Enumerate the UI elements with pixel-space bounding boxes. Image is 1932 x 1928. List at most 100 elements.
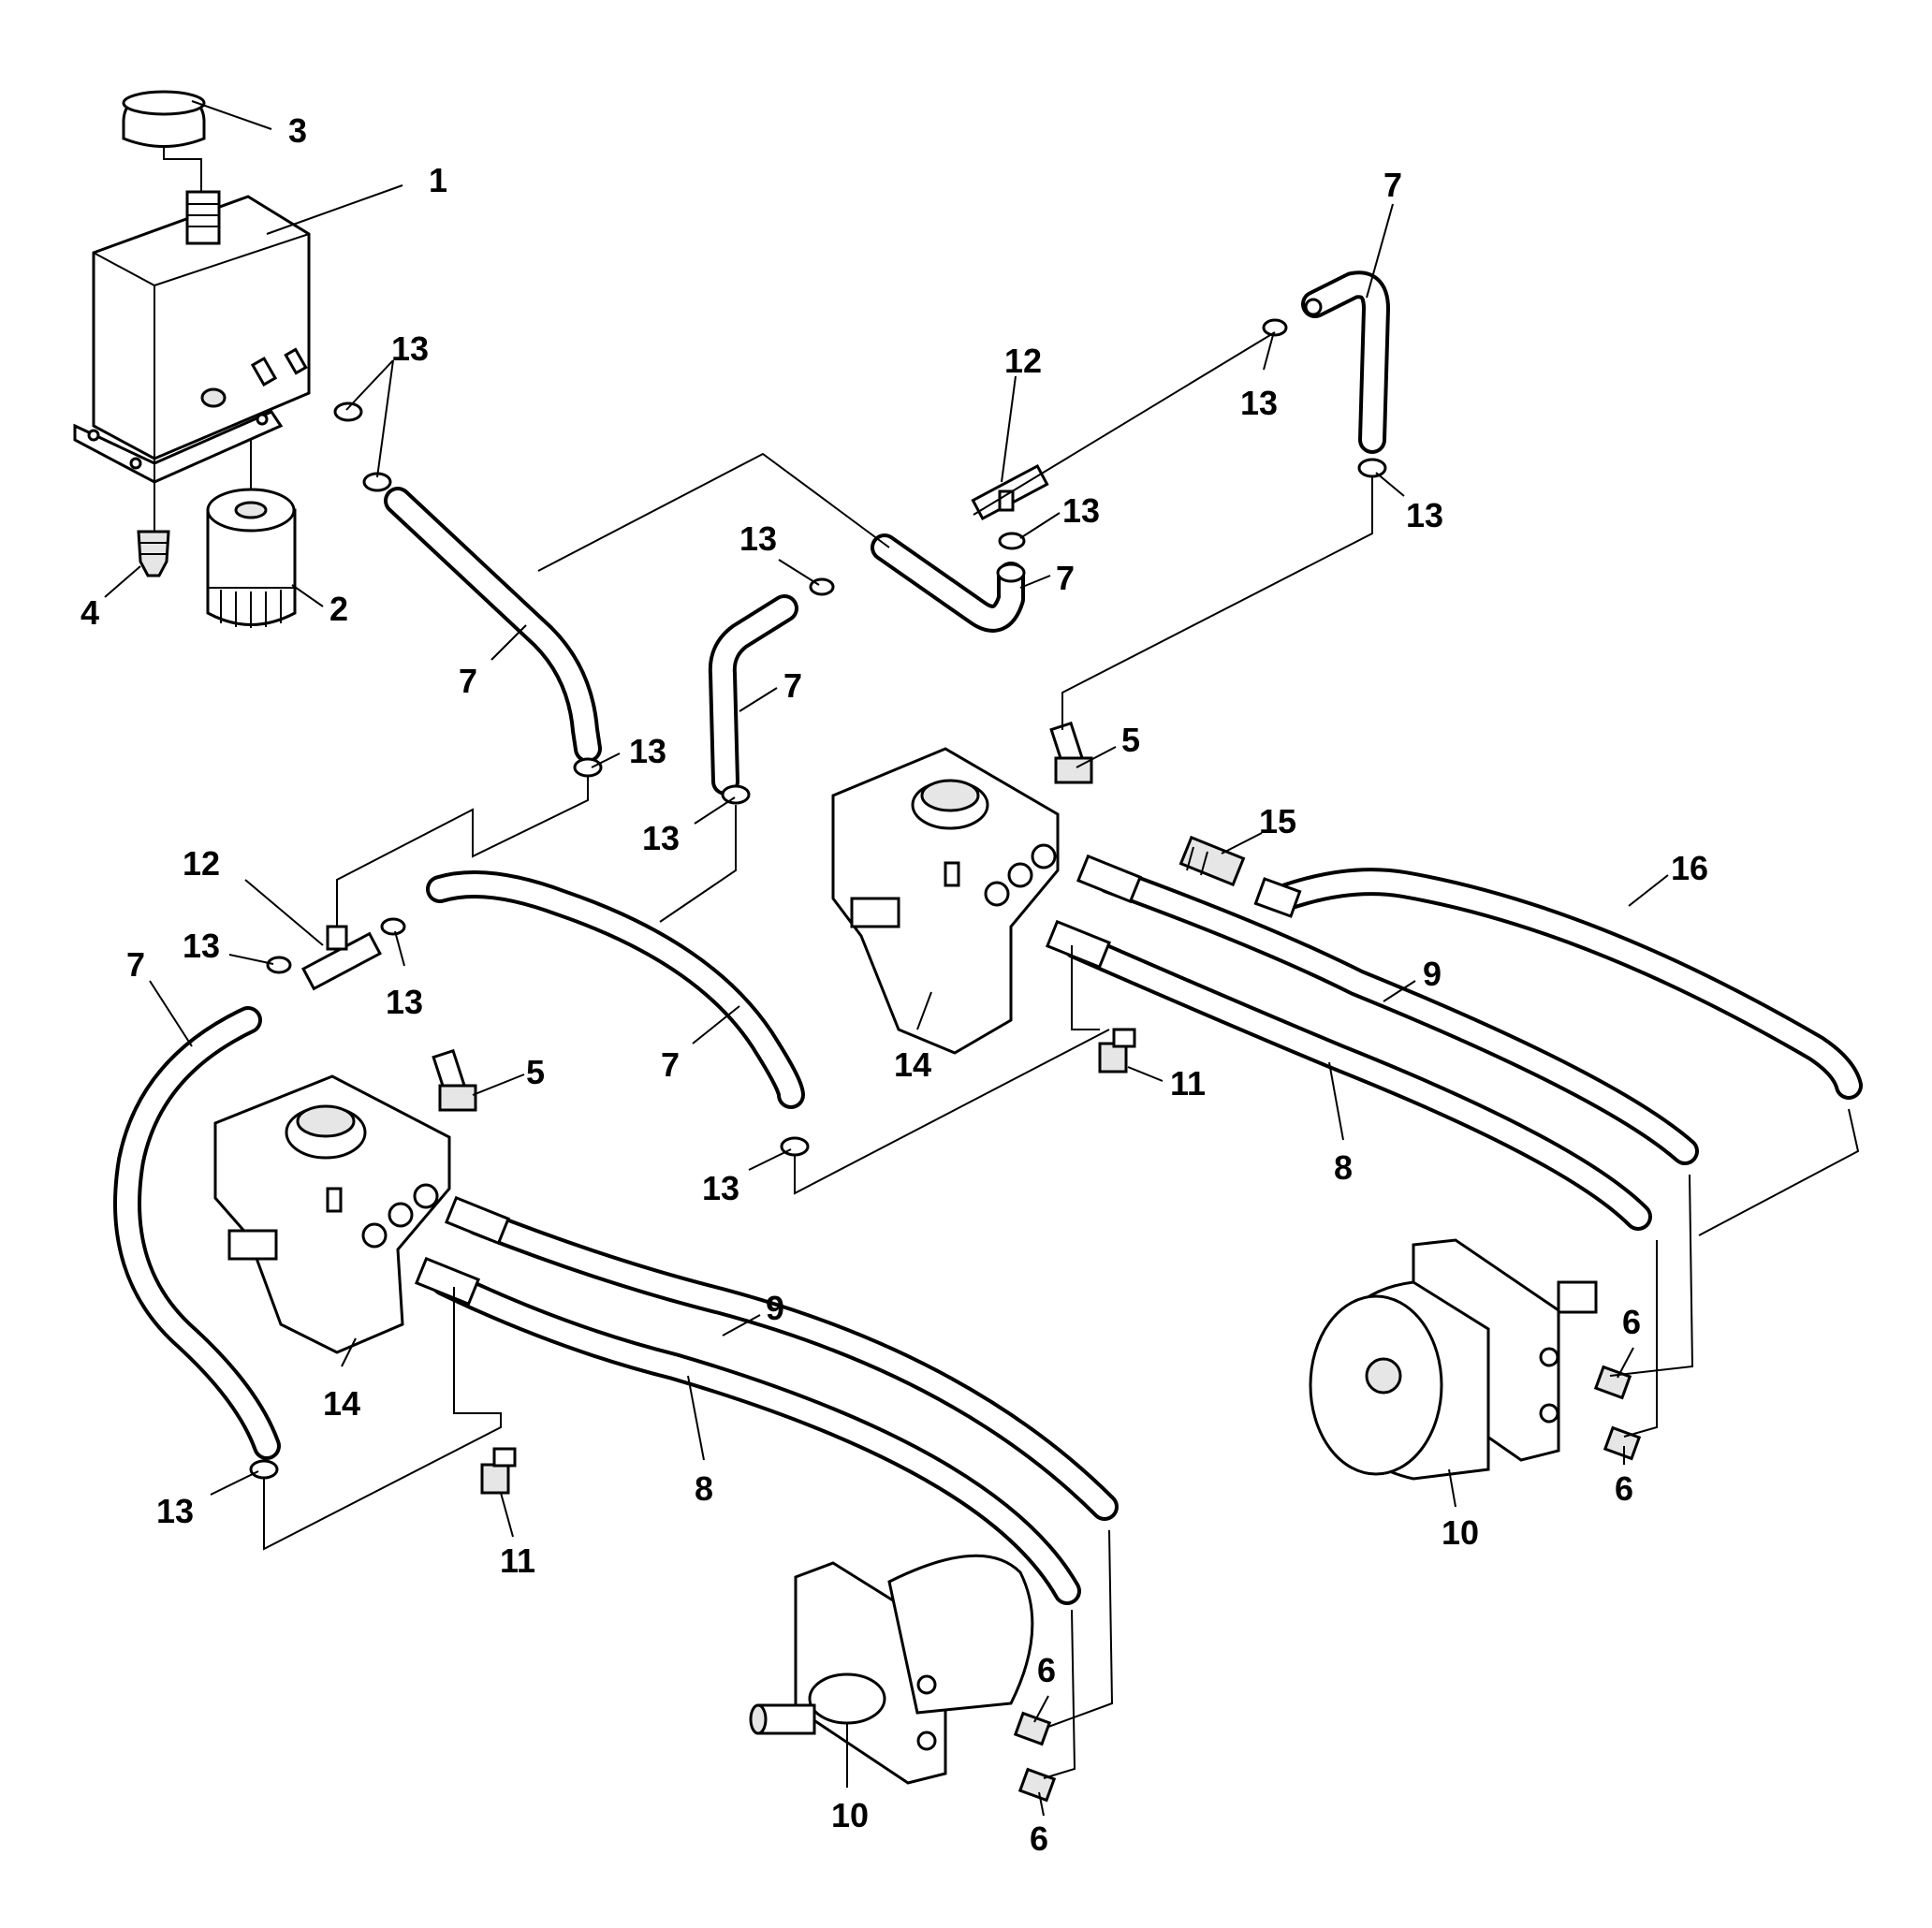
- hydraulic-pump-lower: [213, 1074, 451, 1354]
- callout-label: 7: [661, 1045, 680, 1084]
- callout-13-k: 13: [156, 1470, 259, 1530]
- callout-7-upper-right-elbow: 7: [1019, 559, 1075, 597]
- callout-label: 13: [629, 732, 666, 770]
- callout-13-c: 13: [1375, 472, 1443, 534]
- callout-label: 7: [783, 666, 802, 705]
- callout-label: 10: [1442, 1513, 1479, 1552]
- elbow-fitting-11-upper: [1098, 1028, 1136, 1074]
- callout-8-lower: 8: [687, 1375, 713, 1508]
- callout-16: 16: [1628, 849, 1708, 907]
- hydraulic-pump-upper: [831, 747, 1060, 1055]
- fitting-6-right-upper: [1593, 1365, 1632, 1400]
- callout-label: 10: [831, 1796, 869, 1834]
- hose-upper-center: [708, 594, 798, 796]
- callout-label: 16: [1671, 849, 1708, 887]
- callout-6-left-lower: 6: [1030, 1791, 1048, 1858]
- drain-plug: [137, 530, 170, 577]
- callout-label: 7: [1383, 166, 1402, 204]
- hydraulic-motor-right: [1309, 1238, 1598, 1481]
- pressure-hose-upper-9: [1076, 854, 1699, 1165]
- callout-label: 8: [695, 1469, 713, 1508]
- callout-13-f: 13: [591, 732, 666, 770]
- callout-label: 13: [1406, 496, 1443, 534]
- callout-13-g: 13: [642, 796, 736, 857]
- elbow-fitting-11-lower: [480, 1447, 517, 1495]
- callout-label: 12: [183, 844, 220, 883]
- callout-13-i: 13: [386, 930, 423, 1021]
- callout-12-upper: 12: [1001, 342, 1042, 483]
- callout-7-middle-curve: 7: [661, 1005, 740, 1084]
- hose-middle-curve: [426, 870, 805, 1109]
- callout-10-left: 10: [831, 1722, 869, 1834]
- callout-2: 2: [291, 584, 348, 628]
- hose-top-right: [1301, 270, 1390, 454]
- callout-label: 6: [1037, 1651, 1056, 1689]
- callout-label: 14: [894, 1045, 931, 1084]
- oil-filter: [206, 440, 297, 628]
- callout-label: 13: [642, 819, 680, 857]
- callout-14-upper: 14: [894, 991, 932, 1084]
- callout-3: 3: [191, 100, 307, 150]
- callout-13-e: 13: [739, 519, 820, 586]
- callout-6-right-lower: 6: [1615, 1446, 1633, 1508]
- callout-13-j: 13: [702, 1148, 792, 1207]
- callout-label: 2: [329, 590, 348, 628]
- callout-label: 7: [1056, 559, 1075, 597]
- pressure-hose-lower-8: [414, 1256, 1081, 1605]
- callout-11-upper: 11: [1127, 1064, 1206, 1103]
- callout-15: 15: [1221, 802, 1296, 854]
- callout-1: 1: [266, 161, 447, 235]
- callout-13-b: 13: [1240, 334, 1278, 422]
- callout-label: 9: [766, 1289, 784, 1327]
- callout-9-upper: 9: [1383, 955, 1442, 1002]
- callout-5-lower: 5: [472, 1053, 545, 1096]
- callout-label: 13: [156, 1492, 194, 1530]
- callout-4: 4: [80, 565, 141, 632]
- pressure-hose-upper-8: [1045, 919, 1652, 1231]
- adapter-fitting-15: [1178, 835, 1246, 887]
- callout-label: 15: [1259, 802, 1296, 840]
- callout-label: 7: [459, 662, 477, 700]
- callout-11-lower: 11: [500, 1492, 535, 1580]
- callout-7-upper-center: 7: [739, 666, 802, 712]
- fitting-6-left-lower: [1017, 1767, 1057, 1803]
- callout-7-left-long: 7: [126, 945, 193, 1047]
- hose-upper-right-elbow: [871, 533, 1026, 633]
- callout-9-lower: 9: [722, 1289, 784, 1336]
- filler-cap: [122, 90, 206, 192]
- callout-label: 13: [702, 1169, 739, 1207]
- callout-label: 14: [323, 1384, 360, 1423]
- callout-label: 13: [1240, 384, 1278, 422]
- callout-label: 4: [80, 593, 99, 632]
- callout-label: 12: [1004, 342, 1042, 380]
- callout-label: 9: [1423, 955, 1442, 993]
- elbow-fitting-5-upper: [1049, 721, 1093, 784]
- fitting-6-left-upper: [1013, 1711, 1052, 1746]
- callout-12-lower: 12: [183, 844, 324, 946]
- callout-label: 8: [1334, 1148, 1353, 1187]
- callout-14-lower: 14: [323, 1337, 360, 1423]
- callout-label: 13: [391, 329, 429, 368]
- hydraulic-motor-left: [749, 1554, 1034, 1785]
- callout-13-d: 13: [1019, 491, 1100, 539]
- hose-clamps: [249, 318, 1387, 1480]
- callout-label: 3: [288, 111, 307, 150]
- tee-fitting-lower: [301, 925, 382, 991]
- callout-6-left-upper: 6: [1033, 1651, 1056, 1723]
- callout-7-top-right: 7: [1366, 166, 1402, 299]
- pressure-hose-16: [1253, 868, 1863, 1100]
- callout-13-a: 13: [345, 329, 429, 478]
- elbow-fitting-5-lower: [432, 1048, 477, 1112]
- hose-upper-left: [384, 487, 602, 763]
- callout-label: 11: [500, 1541, 535, 1580]
- callout-label: 13: [1062, 491, 1100, 530]
- callout-label: 11: [1170, 1064, 1206, 1103]
- pressure-hose-lower-9: [444, 1195, 1119, 1521]
- callout-7-upper-left: 7: [459, 624, 527, 700]
- fitting-6-right-lower: [1603, 1425, 1642, 1461]
- reservoir-tank: [73, 190, 311, 538]
- callout-6-right-upper: 6: [1617, 1303, 1641, 1379]
- hose-lower-left-long: [113, 1006, 281, 1460]
- callout-5-upper: 5: [1076, 721, 1140, 768]
